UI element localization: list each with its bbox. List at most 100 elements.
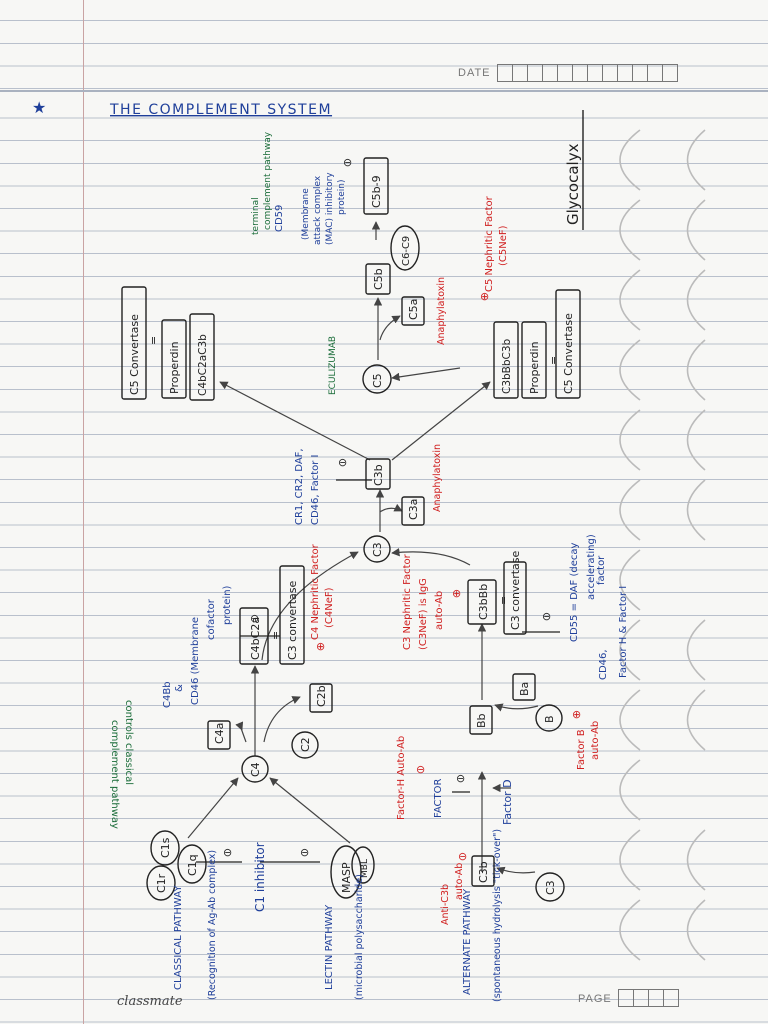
factor-h-i-label: Factor H & Factor I (618, 586, 629, 678)
alt-c3-node: C3 (544, 880, 557, 895)
eq-symbol: = (269, 631, 282, 640)
inhibit-icon: ⊖ (300, 846, 309, 859)
c3-convertase-alt: C3 convertase (509, 550, 522, 630)
anaphylatoxin-c5a-note: Anaphylatoxin (436, 277, 447, 345)
masp-molecule: MASP (340, 862, 353, 893)
c3-convertase-classical: C3 convertase (286, 580, 299, 660)
protein-label: protein) (222, 585, 233, 625)
c5-convertase-bottom: C5 Convertase (562, 313, 575, 394)
c3-nephritic-note: auto-Ab (434, 591, 445, 630)
cd55-label: CD55 = DAF (decay (569, 543, 580, 642)
classical-control-note: controls classical (123, 700, 134, 785)
b-node: B (543, 715, 556, 723)
inhibit-icon: ⊖ (458, 850, 467, 863)
lectin-pathway: MASP MBL LECTIN PATHWAY (microbial polys… (253, 842, 375, 1000)
inhibit-icon: ⊖ (416, 763, 425, 776)
terminal-pathway-note: terminal (251, 197, 261, 235)
inhibit-icon: ⊖ (250, 612, 259, 625)
promote-icon: ⊕ (316, 640, 325, 653)
bb-node: Bb (475, 713, 488, 728)
alternate-pathway-label: ALTERNATE PATHWAY (462, 888, 473, 995)
mbl-molecule: MBL (360, 859, 370, 878)
c5-convertase-top: C5 Convertase (128, 314, 141, 395)
c5-nephritic-note: C5 Nephritic Factor (484, 195, 495, 292)
c1-inhibitor-label: C1 inhibitor (253, 842, 267, 912)
factor-b-auto-note: auto-Ab (590, 721, 601, 760)
c4b2a3b-node: C4bC2aC3b (197, 334, 209, 396)
cofactor-label: cofactor (206, 598, 217, 640)
date-label: DATE (458, 67, 491, 79)
c5b-node: C5b (372, 268, 385, 290)
margin-line (83, 0, 84, 1024)
terminal-pathway: C5 ECULIZUMAB C5a Anaphylatoxin C5b C6-C… (251, 131, 509, 395)
c4-nephritic-note: (C4NeF) (324, 587, 335, 628)
page-title: THE COMPLEMENT SYSTEM (109, 102, 332, 118)
c4bb-label: C4Bb (162, 681, 173, 708)
c6c9-node: C6-C9 (401, 236, 412, 266)
c3-cleavage: C3 C3a Anaphylatoxin C3b CR1, CR2, DAF, … (294, 444, 601, 925)
classical-pathway-note: (Recognition of Ag-Ab complex) (207, 850, 218, 1000)
mac-label: (MAC) inhibitory (325, 172, 335, 245)
star-icon: ★ (32, 98, 46, 117)
factor-b-auto-note: Factor B (576, 729, 587, 770)
inhibit-icon: ⊖ (343, 156, 352, 169)
alternate-pathway-note: (spontaneous hydrolysis "tick-over") (492, 829, 503, 1002)
cd55-label: factor (596, 555, 607, 585)
glycocalyx-label: Glycocalyx (564, 143, 582, 225)
mac-label: attack complex (313, 175, 323, 245)
classical-cascade: C4 C4a C2 C2b C4bC2a = C3 convertase C4B… (109, 543, 335, 829)
c5-node: C5 (371, 373, 384, 388)
c3b-node: C3b (372, 464, 385, 486)
c3b-regulators: CR1, CR2, DAF, (294, 448, 305, 525)
c3-nephritic-note: C3 Nephritic Factor (402, 553, 413, 650)
classical-pathway-label: CLASSICAL PATHWAY (173, 885, 184, 990)
page-label: PAGE (578, 993, 612, 1005)
c1q-molecule: C1q (186, 854, 199, 876)
c4b2a-node: C4bC2a (249, 617, 262, 660)
c3-node: C3 (371, 542, 384, 557)
classical-pathway: C1r C1s C1q CLASSICAL PATHWAY (Recogniti… (146, 830, 218, 1000)
promote-icon: ⊕ (480, 290, 489, 303)
properdin-bottom: Properdin (528, 341, 541, 394)
c3bbb-node: C3bBb (477, 584, 490, 620)
c3b-regulators: CD46, Factor I (310, 454, 321, 525)
promote-icon: ⊕ (572, 708, 581, 721)
c3-nephritic-note: (C3NeF) is IgG (418, 578, 429, 650)
c5b9-node: C5b-9 (370, 175, 383, 208)
inhibit-icon: ⊖ (456, 772, 465, 785)
terminal-pathway-note: complement pathway (263, 131, 273, 230)
alt-c3b-node: C3b (477, 861, 490, 883)
ampersand-label: & (174, 684, 185, 692)
c2-node: C2 (299, 737, 312, 752)
c2b-node: C2b (315, 685, 328, 707)
inhibit-icon: ⊖ (338, 456, 347, 469)
page-boxes (618, 989, 679, 1007)
eculizumab-label: ECULIZUMAB (328, 336, 338, 395)
properdin-top: Properdin (168, 341, 181, 394)
promote-icon: ⊕ (452, 587, 461, 600)
c1r-molecule: C1r (155, 873, 168, 893)
brand-logo: classmate (117, 994, 183, 1009)
lectin-pathway-label: LECTIN PATHWAY (324, 904, 335, 990)
classical-control-note: complement pathway (109, 720, 120, 829)
cd46-label: CD46 (Membrane (190, 617, 201, 705)
anti-c3b-note: auto-Ab (454, 863, 465, 900)
date-boxes (497, 64, 678, 82)
c3a-node: C3a (407, 499, 420, 520)
header-rule (0, 90, 768, 92)
c5-convertases: C5 Convertase = Properdin C4bC2aC3b C3bB… (121, 286, 581, 401)
cd55-label: accelerating) (586, 534, 597, 600)
lectin-pathway-note: (microbial polysaccharide) (354, 874, 365, 1000)
ba-node: Ba (518, 682, 531, 696)
inhibit-symbols: ⊖ ⊖ ⊖ ⊖ ⊖ ⊖ ⊖ ⊕ ⊕ ⊖ ⊖ ⊕ ⊕ (196, 156, 581, 863)
cd46-label: CD46, (598, 649, 609, 680)
c4-node: C4 (249, 762, 262, 777)
factor-h-auto-note: Factor-H Auto-Ab (396, 736, 407, 820)
glycocalyx-arcs (582, 110, 706, 961)
cd59-label: CD59 (274, 205, 285, 232)
c1s-molecule: C1s (159, 837, 172, 858)
c5a-node: C5a (407, 299, 420, 320)
c5-nephritic-note: (C5NeF) (498, 225, 509, 266)
